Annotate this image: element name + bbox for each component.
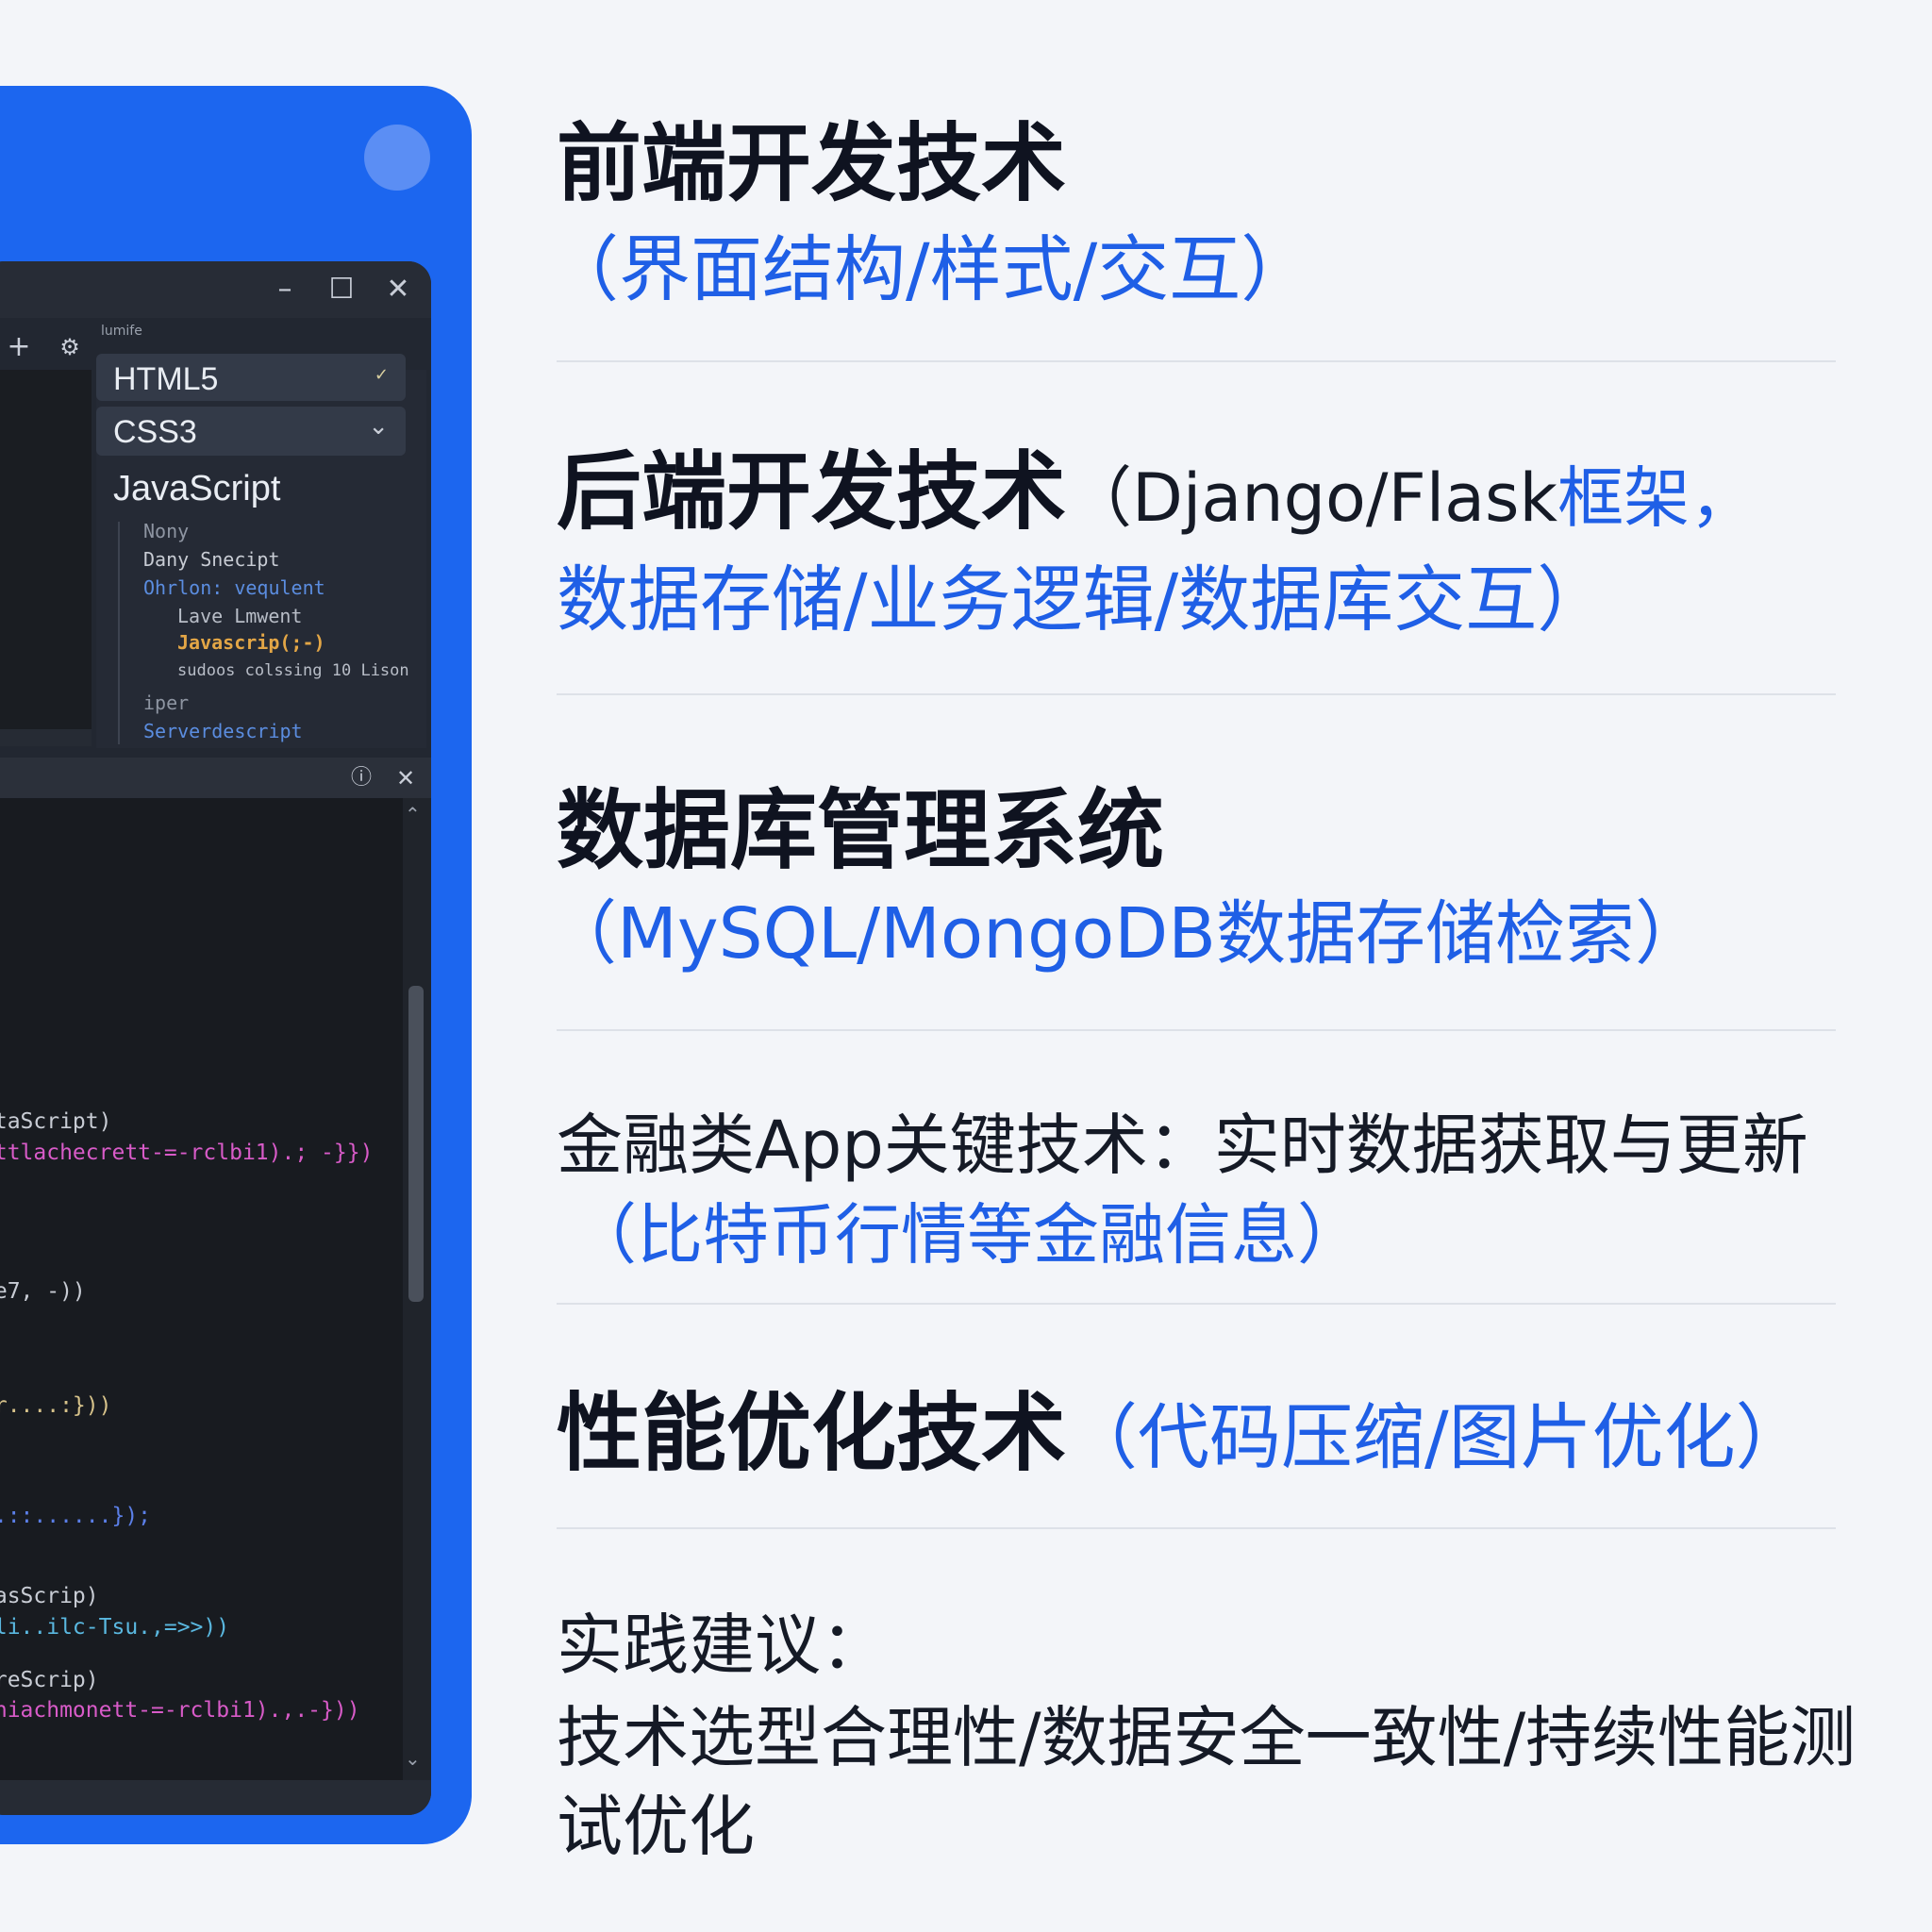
side-pane bbox=[0, 370, 92, 745]
tree-guide bbox=[118, 522, 120, 744]
advice-title: 实践建议： bbox=[557, 1607, 887, 1684]
advice-line: 技术选型合理性/数据安全一致性/持续性能测 bbox=[557, 1699, 1857, 1776]
section-title: 数据库管理系统 bbox=[557, 780, 1165, 881]
code-line: oreScrip) bbox=[0, 1668, 99, 1692]
section-title: 前端开发技术 bbox=[557, 114, 1066, 213]
tree-item[interactable]: Ohrlon: vequlent bbox=[143, 576, 325, 599]
divider bbox=[557, 1527, 1836, 1529]
section-detail-inline: （Django/Flask bbox=[1066, 459, 1558, 537]
code-line: tr....:})) bbox=[0, 1393, 112, 1418]
list-item-label: CSS3 bbox=[113, 414, 197, 450]
section-title: 金融类App关键技术：实时数据获取与更新 bbox=[557, 1107, 1808, 1184]
decorative-circle bbox=[364, 125, 430, 191]
advice-line: 试优化 bbox=[557, 1788, 755, 1865]
code-area[interactable]: otaScript) /ttlachecrett-=-rclbi1).; -}}… bbox=[0, 798, 403, 1780]
code-line: otaScript) bbox=[0, 1109, 112, 1134]
editor-window: – ☐ ✕ + ⚙ lumife HTML5 ✓ CSS3 ⌄ JavaScri… bbox=[0, 261, 431, 1815]
section-title: 性能优化技术 bbox=[557, 1384, 1066, 1483]
scroll-down-icon[interactable]: ⌄ bbox=[405, 1747, 421, 1770]
list-item-label: HTML5 bbox=[113, 361, 219, 397]
settings-icon[interactable]: ⚙ bbox=[59, 334, 80, 360]
section-detail: （比特币行情等金融信息） bbox=[571, 1196, 1363, 1274]
divider bbox=[557, 1303, 1836, 1305]
divider bbox=[557, 693, 1836, 695]
info-icon[interactable]: ⓘ bbox=[350, 766, 372, 790]
divider bbox=[557, 360, 1836, 362]
status-bar bbox=[0, 1780, 431, 1815]
close-button[interactable]: ✕ bbox=[386, 273, 410, 306]
section-detail-inline-blue: 框架， bbox=[1557, 459, 1757, 537]
panel-close-button[interactable]: ✕ bbox=[395, 765, 416, 791]
section-detail: （代码压缩/图片优化） bbox=[1066, 1395, 1807, 1479]
title-bar bbox=[0, 261, 431, 318]
tree-item[interactable]: Nony bbox=[143, 520, 190, 542]
scrollbar-thumb[interactable] bbox=[408, 986, 424, 1302]
tree-item[interactable]: sudoos colssing 10 Lison bbox=[177, 661, 409, 680]
section-heading: 后端开发技术（Django/Flask框架， bbox=[557, 423, 1756, 545]
tree-item[interactable]: iper bbox=[143, 691, 190, 714]
code-line: vasScrip) bbox=[0, 1584, 99, 1608]
add-icon[interactable]: + bbox=[7, 330, 31, 363]
side-pane-footer bbox=[0, 729, 92, 746]
chevron-down-icon: ⌄ bbox=[368, 412, 389, 441]
divider bbox=[557, 1029, 1836, 1031]
section-title: 后端开发技术 bbox=[557, 442, 1066, 541]
tree-item[interactable]: Javascrip(;-) bbox=[177, 631, 325, 654]
section-detail: （界面结构/样式/交互） bbox=[547, 227, 1313, 311]
tree-item[interactable]: Lave Lmwent bbox=[177, 605, 303, 627]
code-line: /hiachmonett-=-rclbi1).,.-})) bbox=[0, 1698, 360, 1723]
tree-item[interactable]: Dany Snecipt bbox=[143, 548, 280, 571]
panel-header bbox=[0, 758, 431, 798]
list-item-css3[interactable]: CSS3 ⌄ bbox=[96, 407, 406, 456]
code-line: ali..ilc-Tsu.,=>>)) bbox=[0, 1615, 230, 1640]
list-item-javascript[interactable]: JavaScript bbox=[113, 469, 281, 508]
scroll-up-icon[interactable]: ⌃ bbox=[405, 803, 421, 825]
check-icon: ✓ bbox=[374, 365, 389, 385]
maximize-button[interactable]: ☐ bbox=[328, 273, 355, 306]
section-detail: （MySQL/MongoDB数据存储检索） bbox=[547, 893, 1706, 974]
panel-label: lumife bbox=[101, 324, 142, 339]
section-detail: 数据存储/业务逻辑/数据库交互） bbox=[557, 558, 1609, 641]
code-line: s.::......}); bbox=[0, 1504, 152, 1528]
code-line: pe7, -)) bbox=[0, 1279, 86, 1304]
code-line: /ttlachecrett-=-rclbi1).; -}}) bbox=[0, 1141, 374, 1165]
list-item-html5[interactable]: HTML5 ✓ bbox=[96, 354, 406, 401]
tree-item[interactable]: Serverdescript bbox=[143, 720, 303, 742]
minimize-button[interactable]: – bbox=[277, 273, 292, 306]
section-heading: 性能优化技术（代码压缩/图片优化） bbox=[557, 1364, 1807, 1487]
